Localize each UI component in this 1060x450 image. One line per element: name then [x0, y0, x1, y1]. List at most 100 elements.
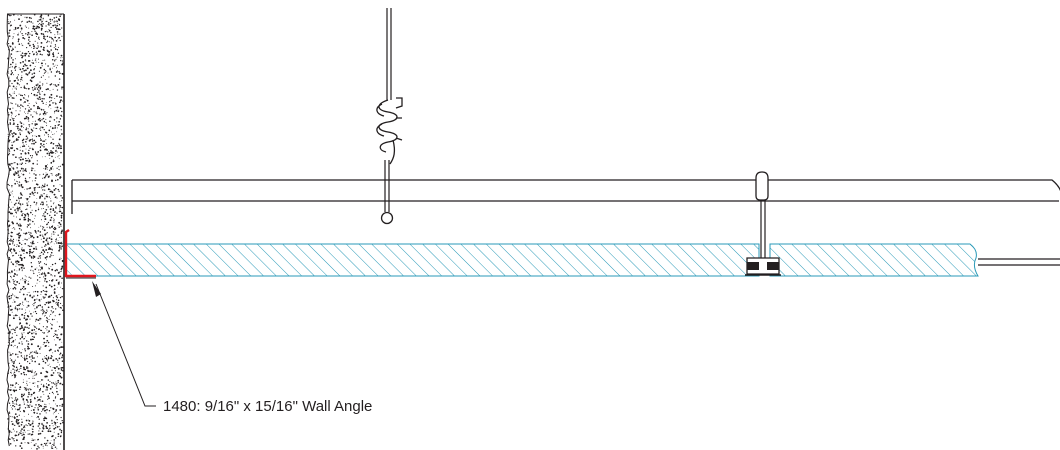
- wall-speckle: [18, 425, 21, 427]
- wall-speckle: [22, 437, 25, 440]
- wall-speckle: [18, 268, 21, 270]
- wall-speckle: [51, 233, 53, 235]
- wall-speckle: [31, 251, 33, 254]
- wall-speckle: [57, 39, 59, 40]
- wall-speckle: [38, 274, 40, 275]
- wall-speckle: [34, 170, 36, 172]
- wall-speckle: [42, 85, 43, 86]
- wall-speckle: [54, 315, 56, 317]
- wall-speckle: [24, 168, 27, 170]
- wall-speckle: [49, 208, 52, 211]
- wall-speckle: [46, 335, 48, 337]
- wall-speckle: [55, 145, 57, 147]
- wall-speckle: [27, 430, 29, 431]
- wall-speckle: [45, 122, 47, 124]
- wall-speckle: [37, 98, 40, 100]
- wall-speckle: [59, 205, 61, 207]
- wall-speckle: [8, 107, 10, 109]
- wall-speckle: [51, 174, 53, 176]
- wall-speckle: [20, 325, 23, 327]
- wall-speckle: [37, 27, 39, 29]
- wall-speckle: [54, 20, 56, 22]
- wall-speckle: [53, 444, 55, 446]
- wall-speckle: [47, 31, 49, 33]
- wall-speckle: [49, 18, 52, 21]
- wall-speckle: [27, 104, 29, 107]
- wall-speckle: [46, 194, 48, 196]
- wall-speckle: [36, 279, 39, 281]
- wall-speckle: [39, 114, 40, 116]
- wall-speckle: [28, 16, 31, 19]
- wall-speckle: [44, 168, 47, 170]
- callout-label: 1480: 9/16" x 15/16" Wall Angle: [163, 398, 372, 415]
- wall-speckle: [39, 66, 42, 69]
- wall-speckle: [9, 80, 11, 82]
- wall-speckle: [24, 108, 27, 110]
- wall-speckle: [55, 238, 57, 241]
- wall-speckle: [35, 61, 37, 63]
- wall-speckle: [50, 313, 52, 315]
- wall-speckle: [41, 313, 43, 315]
- wall-speckle: [38, 403, 40, 406]
- wall-speckle: [41, 331, 43, 333]
- wall-speckle: [14, 209, 16, 212]
- wall-speckle: [14, 173, 16, 175]
- wall-speckle: [39, 304, 42, 307]
- wall-speckle: [57, 46, 59, 48]
- wall-speckle: [11, 141, 13, 143]
- wall-speckle: [47, 357, 50, 360]
- wall-speckle: [57, 435, 59, 438]
- wall-speckle: [27, 50, 30, 53]
- wall-speckle: [27, 219, 30, 221]
- wall-speckle: [12, 119, 15, 122]
- wall-speckle: [22, 52, 23, 54]
- wall-speckle: [28, 201, 30, 203]
- wall-speckle: [59, 375, 61, 378]
- wall-speckle: [17, 183, 18, 185]
- wall-speckle: [51, 19, 53, 21]
- wall-speckle: [24, 442, 26, 444]
- wall-speckle: [52, 142, 55, 145]
- wall-speckle: [39, 433, 41, 435]
- wall-speckle: [45, 102, 47, 103]
- wall-speckle: [22, 60, 25, 63]
- wall-speckle: [39, 255, 42, 257]
- wall-speckle: [41, 408, 43, 410]
- wall-speckle: [31, 415, 33, 417]
- wall-speckle: [36, 25, 38, 27]
- wall-speckle: [39, 257, 41, 259]
- wall-speckle: [43, 297, 45, 299]
- wall-speckle: [20, 367, 22, 369]
- wall-speckle: [48, 266, 50, 268]
- wall-speckle: [28, 124, 31, 126]
- wall-speckle: [17, 297, 19, 299]
- wall-speckle: [58, 210, 61, 213]
- wall-speckle: [31, 138, 33, 140]
- wall-speckle: [38, 391, 40, 392]
- wall-speckle: [29, 248, 32, 251]
- wall-speckle: [9, 55, 11, 57]
- wall-speckle: [27, 130, 29, 132]
- wall-speckle: [43, 168, 45, 169]
- wall-speckle: [37, 380, 39, 383]
- wall-speckle: [17, 206, 19, 208]
- wall-speckle: [46, 316, 48, 318]
- wall-speckle: [58, 190, 60, 192]
- wall-speckle: [32, 27, 34, 30]
- wall-speckle: [46, 319, 48, 321]
- wall-speckle: [12, 117, 14, 120]
- wall-speckle: [36, 113, 38, 115]
- wall-speckle: [54, 370, 56, 372]
- wall-speckle: [20, 193, 23, 196]
- wall-speckle: [42, 215, 44, 217]
- wall-speckle: [48, 318, 50, 321]
- wall-speckle: [50, 310, 52, 312]
- wall-speckle: [7, 133, 9, 135]
- wall-speckle: [23, 426, 25, 429]
- wall-speckle: [46, 329, 48, 331]
- wall-speckle: [25, 279, 27, 281]
- wall-speckle: [61, 277, 63, 279]
- wall-speckle: [17, 106, 19, 108]
- wall-speckle: [39, 424, 40, 426]
- wall-speckle: [14, 26, 17, 29]
